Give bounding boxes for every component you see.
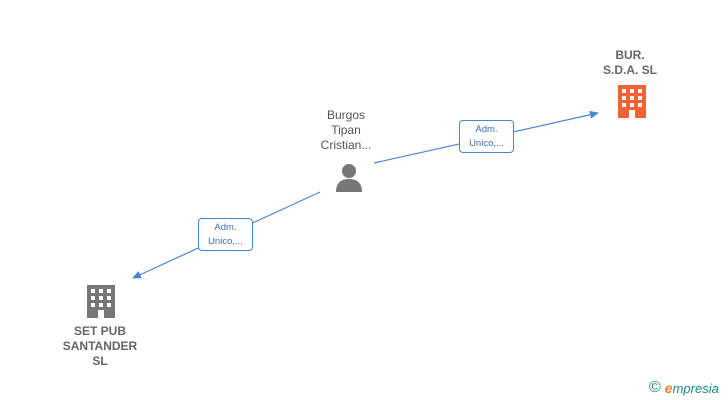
edge-role-line2: Unico,... (208, 236, 243, 247)
building-icon[interactable] (85, 284, 117, 320)
company-node-label-set-pub[interactable]: SET PUB SANTANDER SL (56, 324, 144, 369)
company-node-label-bur[interactable]: BUR. S.D.A. SL (588, 48, 672, 78)
edge-role-line1: Adm. (214, 222, 237, 233)
person-node-label[interactable]: Burgos Tipan Cristian... (306, 108, 386, 153)
company-name-line2: S.D.A. SL (602, 63, 657, 77)
company-name-line1: SET PUB (73, 324, 126, 338)
edge-label-adm-unico-bottom[interactable]: Adm. Unico,... (198, 218, 253, 251)
brand-initial: e (664, 380, 673, 396)
copyright-icon: © (649, 379, 661, 396)
building-icon[interactable] (616, 84, 648, 120)
brand-name: mpresia (672, 380, 719, 396)
company-name-line3: SL (92, 354, 108, 368)
person-name-line1: Burgos (326, 108, 366, 122)
edge-label-adm-unico-top[interactable]: Adm. Unico,... (459, 120, 514, 153)
edge-role-line1: Adm. (475, 124, 498, 135)
company-name-line1: BUR. (615, 48, 645, 62)
person-icon[interactable] (333, 162, 365, 192)
person-name-line3: Cristian... (320, 138, 372, 152)
company-name-line2: SANTANDER (62, 339, 138, 353)
edge-role-line2: Unico,... (469, 138, 504, 149)
person-name-line2: Tipan (331, 123, 361, 137)
